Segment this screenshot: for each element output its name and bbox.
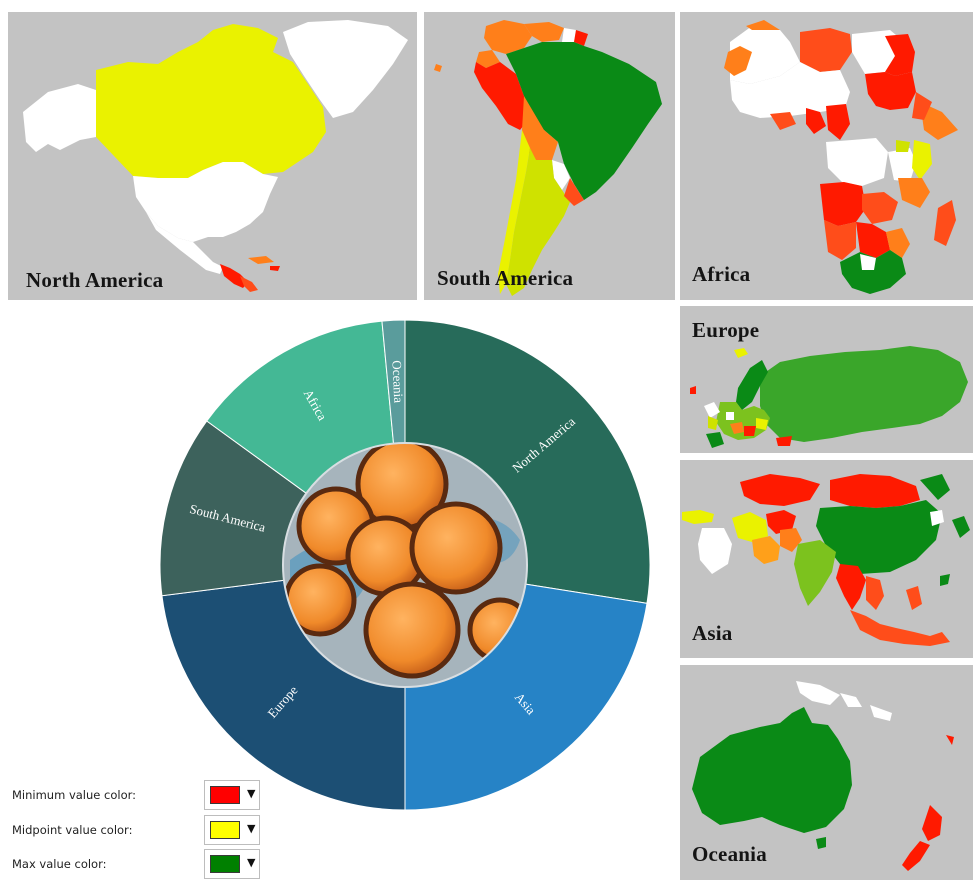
minimum-color-swatch bbox=[210, 786, 240, 804]
max-value-color-setting: Max value color: ▼ bbox=[0, 848, 265, 880]
south-america-map: South America bbox=[424, 12, 675, 300]
asia-map: Asia bbox=[680, 460, 973, 658]
asia-label: Asia bbox=[692, 621, 733, 645]
asia-map-shapes bbox=[682, 474, 970, 646]
minimum-value-color-label: Minimum value color: bbox=[12, 788, 137, 802]
center-ring bbox=[282, 442, 528, 688]
north-america-map: North America bbox=[8, 12, 417, 300]
max-value-color-picker[interactable]: ▼ bbox=[204, 849, 260, 879]
oceania-label: Oceania bbox=[692, 842, 767, 866]
oceania-map: Oceania bbox=[680, 665, 973, 880]
minimum-value-color-picker[interactable]: ▼ bbox=[204, 780, 260, 810]
dropdown-arrow-icon: ▼ bbox=[247, 856, 256, 869]
north-america-map-shapes bbox=[23, 20, 408, 292]
africa-map-shapes bbox=[724, 20, 958, 294]
pollen-grains-image bbox=[283, 443, 527, 687]
south-america-map-shapes bbox=[434, 20, 662, 296]
europe-label: Europe bbox=[692, 318, 760, 342]
north-america-label: North America bbox=[26, 268, 164, 292]
midpoint-color-swatch bbox=[210, 821, 240, 839]
dropdown-arrow-icon: ▼ bbox=[247, 787, 256, 800]
dropdown-arrow-icon: ▼ bbox=[247, 822, 256, 835]
africa-map: Africa bbox=[680, 12, 973, 300]
africa-label: Africa bbox=[692, 262, 751, 286]
europe-map: Europe bbox=[680, 306, 973, 453]
donut-segments bbox=[159, 319, 651, 811]
midpoint-value-color-label: Midpoint value color: bbox=[12, 823, 133, 837]
max-value-color-label: Max value color: bbox=[12, 857, 107, 871]
midpoint-value-color-picker[interactable]: ▼ bbox=[204, 815, 260, 845]
minimum-value-color-setting: Minimum value color: ▼ bbox=[0, 779, 265, 811]
segment-label-oceania: Oceania bbox=[389, 360, 406, 403]
max-color-swatch bbox=[210, 855, 240, 873]
midpoint-value-color-setting: Midpoint value color: ▼ bbox=[0, 814, 265, 846]
europe-map-shapes bbox=[690, 346, 968, 448]
oceania-map-shapes bbox=[692, 681, 954, 871]
south-america-label: South America bbox=[437, 266, 574, 290]
